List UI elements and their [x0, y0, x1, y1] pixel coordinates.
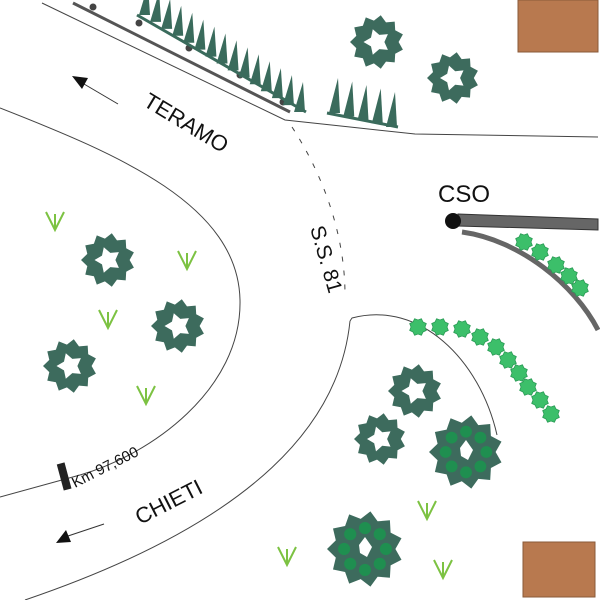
- hedge-base: [326, 111, 399, 129]
- guardrail-post: [135, 19, 143, 27]
- grass-icon: [136, 385, 156, 407]
- hedge-spike: [386, 92, 397, 127]
- label-teramo: TERAMO: [139, 88, 233, 158]
- road-edge-top: [41, 2, 599, 138]
- grass-tufts: [45, 211, 453, 581]
- arrow-teramo-icon: [72, 76, 119, 105]
- tree-icon: [354, 413, 405, 465]
- trees: [43, 15, 502, 587]
- shrub-icon: [560, 267, 578, 285]
- guardrail: [72, 1, 291, 114]
- km-marker-post: [56, 462, 72, 491]
- building-bottom-right: [522, 541, 596, 598]
- barrier-arm[interactable]: [457, 213, 599, 231]
- guardrail-post: [89, 3, 97, 11]
- hedge-spike: [139, 0, 150, 15]
- hedge-spike: [249, 54, 261, 85]
- tree-icon: [388, 364, 441, 418]
- shrub-row: [409, 233, 589, 423]
- tree-icon: [81, 233, 134, 287]
- shrub-icon: [431, 318, 449, 336]
- label-chieti: CHIETI: [131, 474, 207, 529]
- hedge-spike: [271, 68, 283, 99]
- shrub-icon: [571, 279, 589, 297]
- road-edge-outer: [24, 320, 351, 600]
- label-km: Km 97,600: [69, 443, 141, 491]
- grass-icon: [417, 500, 437, 522]
- hedge-spike: [150, 0, 162, 22]
- guardrail-posts: [89, 3, 287, 106]
- hedge-spike: [183, 12, 195, 43]
- tree-icon: [429, 415, 502, 489]
- center-dashed-line: [291, 126, 346, 296]
- tree-icon: [43, 339, 96, 393]
- grass-icon: [45, 211, 65, 233]
- hedge-spikes: [136, 0, 399, 129]
- shrub-icon: [547, 256, 565, 274]
- label-road: S.S. 81: [305, 223, 346, 296]
- shrub-icon: [531, 243, 549, 261]
- tree-icon: [327, 511, 402, 587]
- shrub-icon: [453, 320, 471, 338]
- barrier-curve: [461, 229, 600, 332]
- shrub-icon: [487, 338, 505, 356]
- shrub-icon: [510, 364, 528, 382]
- hedge-spike: [238, 47, 250, 78]
- shrub-icon: [499, 351, 517, 369]
- hedge-spike: [194, 19, 206, 50]
- grass-icon: [277, 546, 297, 568]
- grass-icon: [98, 309, 118, 331]
- shrub-icon: [515, 233, 533, 251]
- hedge-spike: [329, 78, 340, 113]
- road-edge-inner: [0, 107, 241, 498]
- tree-icon: [427, 52, 478, 104]
- shrub-icon: [409, 318, 427, 336]
- shrub-icon: [519, 378, 537, 396]
- hedge-spike: [357, 85, 369, 120]
- tree-icon: [350, 15, 403, 69]
- shrub-icon: [471, 328, 489, 346]
- grass-icon: [177, 250, 197, 272]
- hedge-spike: [260, 61, 272, 92]
- grass-icon: [433, 559, 453, 581]
- hedge-spike: [343, 81, 355, 117]
- shrub-icon: [542, 405, 560, 423]
- island-edge: [349, 314, 498, 436]
- hedge-spike: [371, 88, 383, 124]
- tree-icon: [151, 299, 204, 353]
- arrow-chieti-icon: [56, 523, 105, 543]
- hedge-base: [136, 13, 307, 114]
- hedge-spike: [227, 40, 239, 71]
- shrub-icon: [531, 391, 549, 409]
- barrier-pivot: [445, 213, 461, 229]
- hedge-spike: [205, 26, 217, 57]
- building-top-right: [517, 0, 599, 53]
- hedge-spike: [172, 5, 184, 36]
- hedge-spike: [216, 33, 228, 64]
- hedge-spike: [282, 75, 294, 106]
- hedge-spike: [294, 82, 305, 112]
- hedge-spike: [161, 0, 173, 29]
- label-cso: CSO: [438, 181, 490, 208]
